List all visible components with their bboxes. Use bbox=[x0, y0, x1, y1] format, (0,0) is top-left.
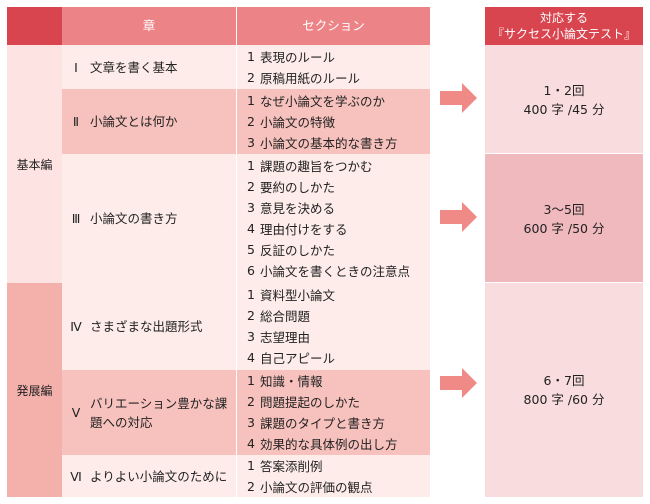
chapter-4: Ⅳ さまざまな出題形式 bbox=[62, 283, 236, 370]
arrow-right-icon bbox=[440, 202, 477, 232]
arrow-right-icon bbox=[440, 83, 477, 113]
test-detail: 800 字 /60 分 bbox=[523, 392, 605, 407]
header-test: 対応する 『サクセス小論文テスト』 bbox=[485, 7, 643, 45]
chapter-title: 文章を書く基本 bbox=[90, 59, 178, 75]
test-group-2: 3～5回 600 字 /50 分 bbox=[485, 154, 643, 283]
chapter-title: 小論文の書き方 bbox=[90, 211, 178, 226]
chapter-number: Ⅰ bbox=[74, 59, 78, 75]
test-round: 1・2回 bbox=[543, 82, 585, 98]
test-group-1: 1・2回 400 字 /45 分 bbox=[485, 45, 643, 154]
header-section: セクション bbox=[237, 7, 430, 45]
chapter-2: Ⅱ 小論文とは何か bbox=[62, 89, 236, 154]
test-round: 6・7回 bbox=[543, 373, 585, 388]
divider bbox=[485, 282, 643, 283]
header-chapter: 章 bbox=[62, 7, 236, 45]
test-group-3: 6・7回 800 字 /60 分 bbox=[485, 283, 643, 497]
chapter-title: 小論文とは何か bbox=[90, 114, 178, 129]
chapter-number: Ⅴ bbox=[71, 405, 81, 420]
chapter-6: Ⅵ よりよい小論文のために bbox=[62, 455, 236, 497]
chapter-5: Ⅴ バリエーション豊かな課題への対応 bbox=[62, 370, 236, 455]
arrow-right-icon bbox=[440, 368, 477, 398]
part-advanced: 発展編 bbox=[7, 283, 62, 497]
test-round: 3～5回 bbox=[543, 201, 585, 217]
divider bbox=[485, 153, 643, 154]
chapter-number: Ⅵ bbox=[70, 468, 82, 484]
chapter-title: バリエーション豊かな課題への対応 bbox=[90, 395, 228, 430]
chapter-number: Ⅳ bbox=[70, 319, 82, 334]
chapter-3: Ⅲ 小論文の書き方 bbox=[62, 154, 236, 283]
chapter-title: よりよい小論文のために bbox=[90, 468, 228, 484]
chapter-1: Ⅰ 文章を書く基本 bbox=[62, 45, 236, 89]
chapter-number: Ⅲ bbox=[71, 211, 81, 226]
chapter-title: さまざまな出題形式 bbox=[90, 319, 203, 334]
chapter-number: Ⅱ bbox=[72, 114, 80, 129]
header-corner bbox=[7, 7, 62, 45]
part-basic: 基本編 bbox=[7, 45, 62, 283]
test-detail: 400 字 /45 分 bbox=[523, 101, 605, 117]
test-detail: 600 字 /50 分 bbox=[523, 220, 605, 236]
